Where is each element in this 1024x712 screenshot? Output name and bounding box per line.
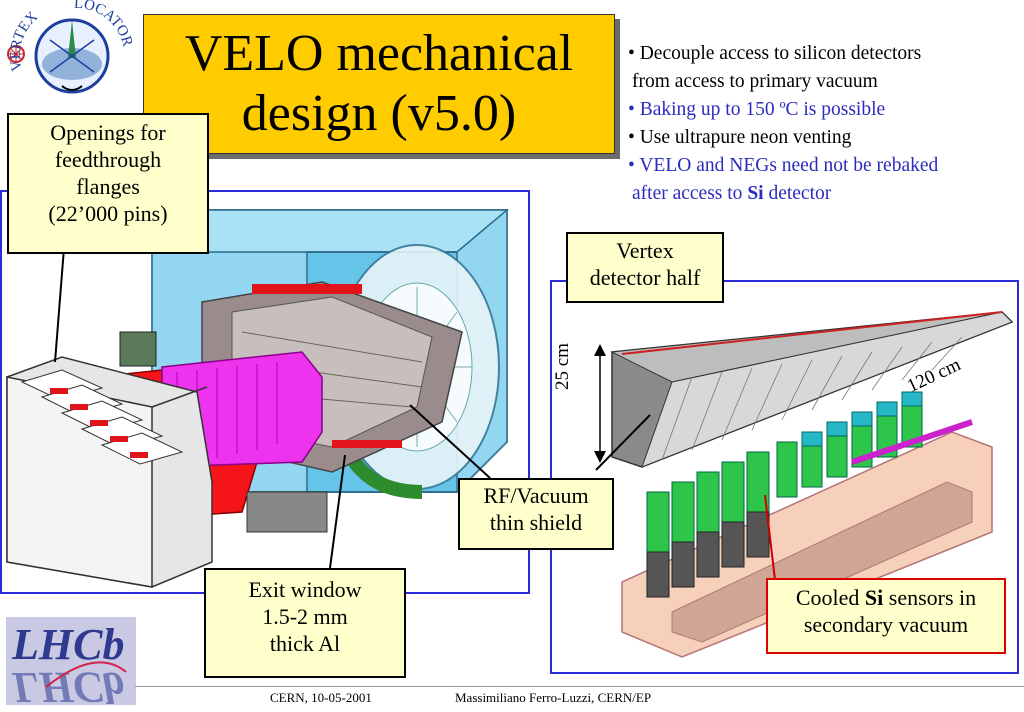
callout-openings-line4: (22’000 pins) [48,201,168,226]
callout-vertex-half-line1: Vertex [616,238,674,263]
title-box: VELO mechanical design (v5.0) [143,14,615,154]
lhcb-logo: LHCb LHCb [6,617,136,712]
bullet-4-si: Si [747,183,764,204]
footer-date: CERN, 10-05-2001 [270,690,372,705]
callout-cooled-after: sensors in [883,585,977,610]
bullet-4: • VELO and NEGs need not be rebaked [628,155,939,176]
callout-cooled-before: Cooled [795,585,865,610]
callout-exit-window-line3: thick Al [269,631,341,656]
bullet-4-text-after: detector [763,183,832,204]
callout-openings-line2: feedthrough [54,147,162,172]
bullet-3: • Use ultrapure neon venting [628,127,852,148]
callout-cooled-si: Cooled Si sensors in secondary vacuum [766,578,1006,654]
callout-cooled-si-bold: Si [864,585,884,610]
callout-cooled-si-line1: Cooled Si sensors in [768,584,1004,611]
footer-divider [135,686,1024,687]
bullet-4-line2: after access to Si detector [628,180,1018,208]
bullet-1-line2: from access to primary vacuum [632,71,878,92]
vertex-locator-logo: VERTEX LOCATOR [2,0,135,104]
callout-openings-line1: Openings for [50,120,166,145]
callout-exit-window: Exit window 1.5-2 mm thick Al [204,568,406,678]
bullet-2: • Baking up to 150 ºC is possible [628,99,886,120]
callout-vertex-half-line2: detector half [589,265,701,290]
callout-rf-vacuum-line2: thin shield [489,510,583,535]
lhcb-logo-text: LHCb [12,620,125,669]
title-line-1: VELO mechanical [184,25,574,82]
detector-half-drawing [594,311,1014,658]
dimension-height-label: 25 cm [552,343,573,390]
bullet-list: • Decouple access to silicon detectors •… [628,40,1018,208]
callout-vertex-half: Vertex detector half [566,232,724,303]
callout-rf-vacuum-line1: RF/Vacuum [483,483,589,508]
velo-vessel-panel [0,190,530,594]
callout-openings-line3: flanges [76,174,140,199]
bullet-4-text-before: after access to [632,183,748,204]
footer-author: Massimiliano Ferro-Luzzi, CERN/EP [455,690,652,705]
callout-exit-window-line1: Exit window [248,577,362,602]
callout-rf-vacuum: RF/Vacuum thin shield [458,478,614,550]
callout-cooled-si-line2: secondary vacuum [803,612,969,637]
callout-exit-window-line2: 1.5-2 mm [262,604,348,629]
lhcb-logo-swoosh [45,661,127,688]
title-line-2: design (v5.0) [241,85,517,142]
callout-openings: Openings for feedthrough flanges (22’000… [7,113,209,254]
bullet-1: • Decouple access to silicon detectors [628,43,922,64]
